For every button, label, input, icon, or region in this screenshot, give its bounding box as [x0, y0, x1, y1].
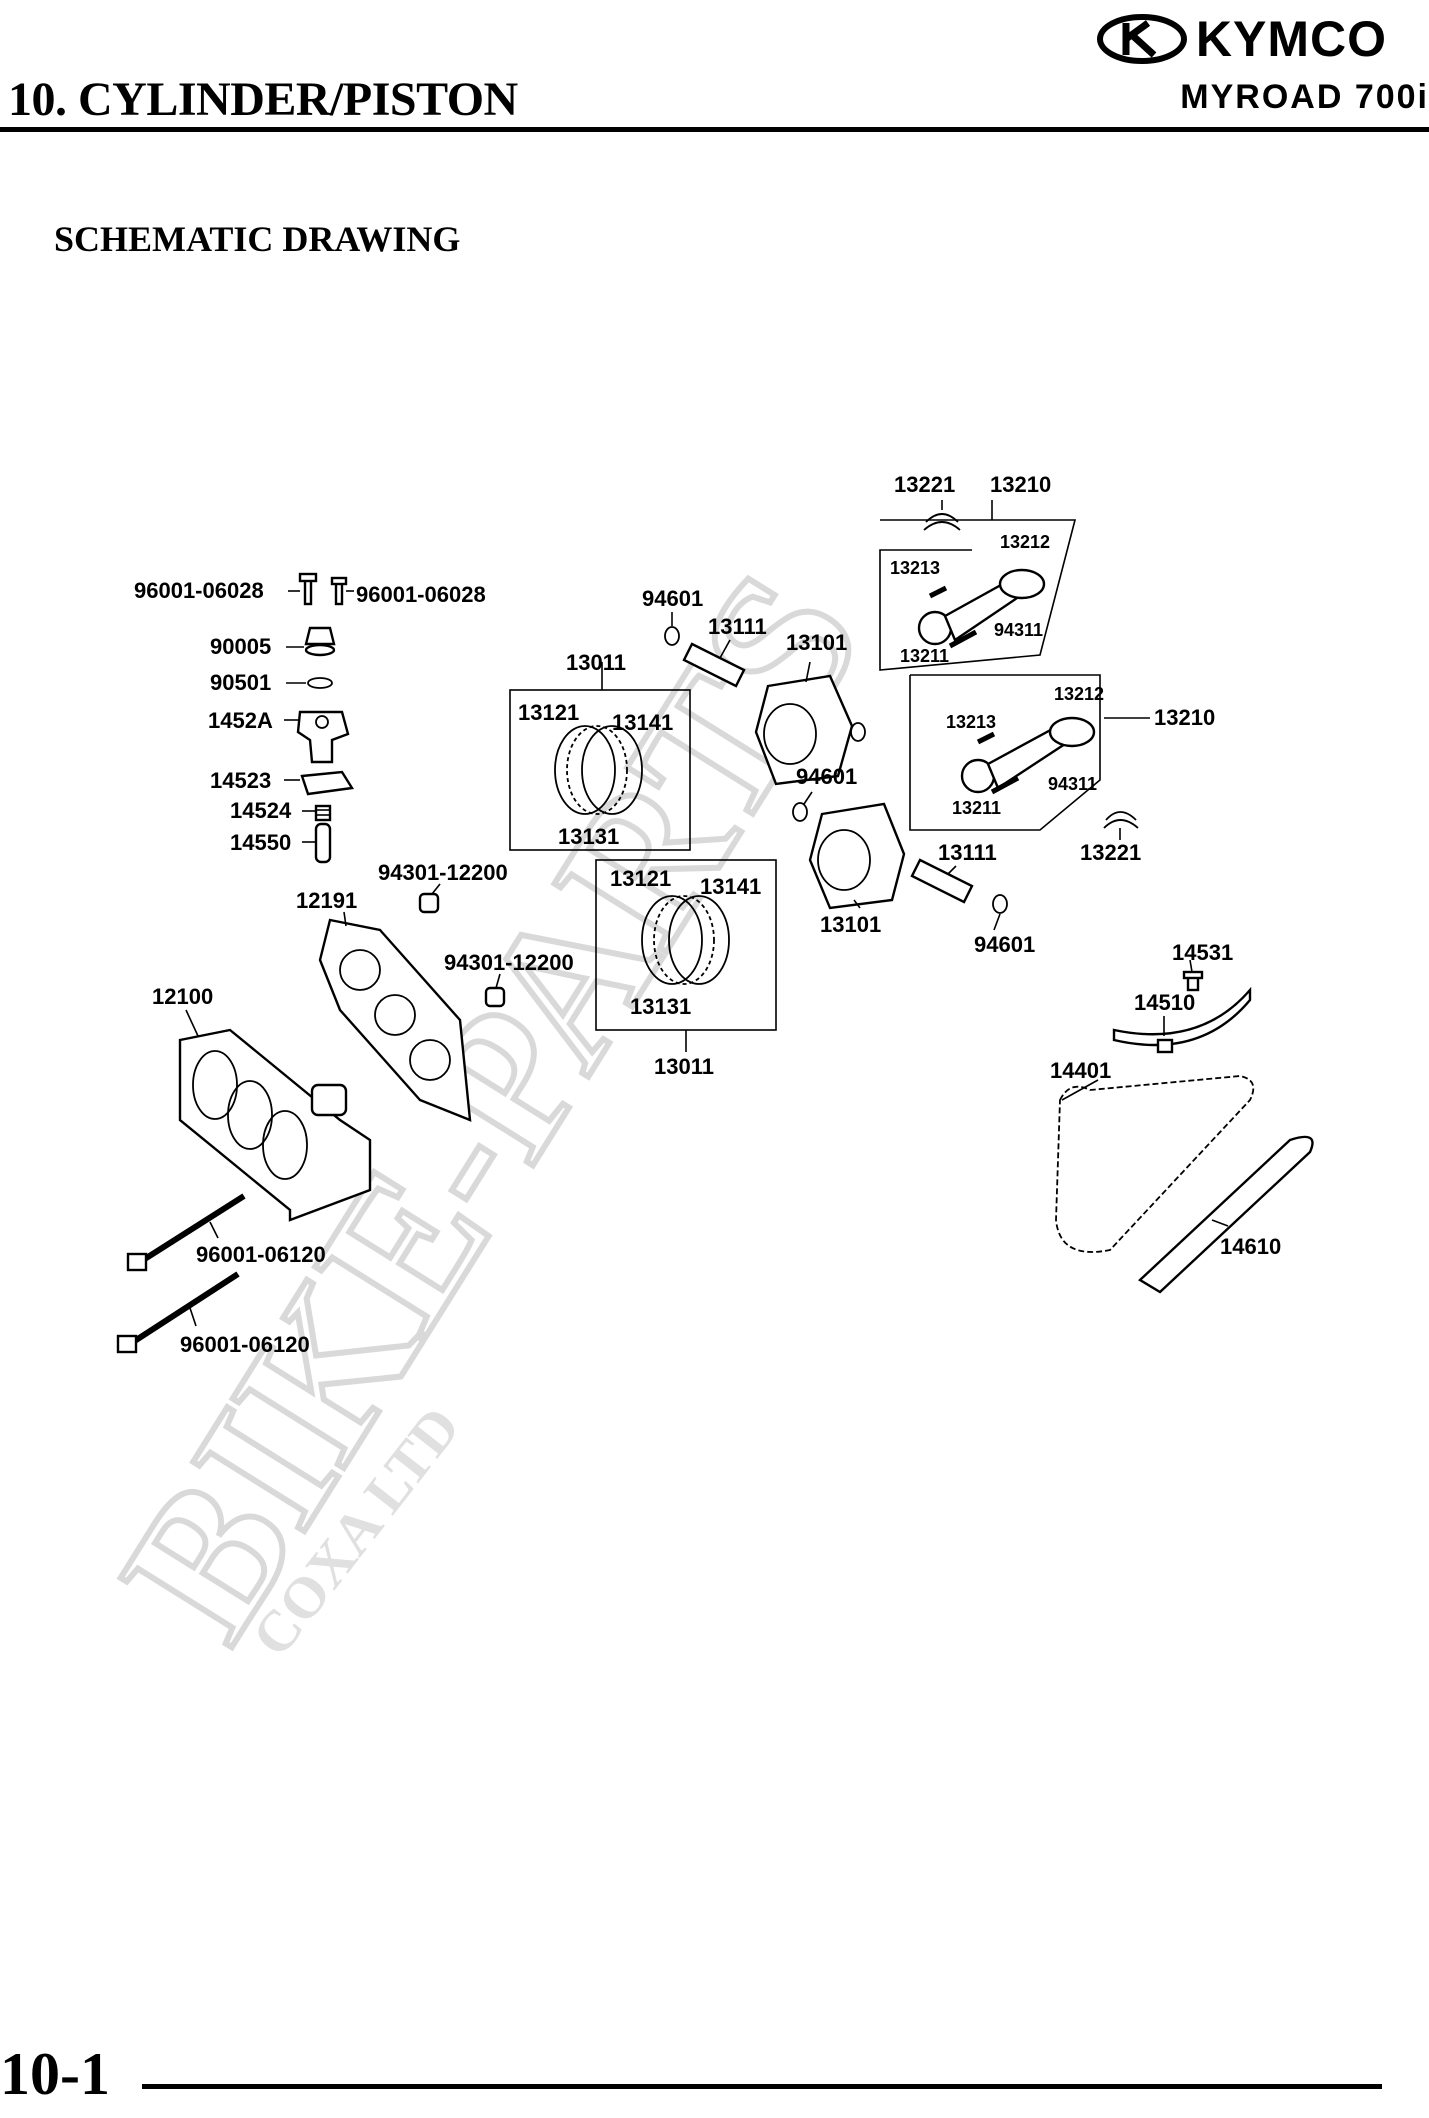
part-label: 14610 [1220, 1234, 1281, 1259]
part-label: 13101 [786, 630, 847, 655]
dowel-pin-upper [418, 892, 440, 914]
part-label: 96001-06120 [196, 1242, 326, 1267]
part-label: 13101 [820, 912, 881, 937]
bolt-upper-2 [330, 576, 354, 606]
part-label: 12100 [152, 984, 213, 1009]
part-label: 13141 [612, 710, 673, 735]
bolt-upper [288, 572, 318, 606]
brand: KYMCO [1096, 10, 1387, 68]
part-label: 14531 [1172, 940, 1233, 965]
part-label: 94301-12200 [444, 950, 574, 975]
piston-upper [754, 674, 854, 786]
head-gasket [318, 918, 472, 1122]
brand-name: KYMCO [1195, 11, 1387, 67]
part-label: 96001-06028 [134, 578, 264, 603]
thermostat-housing [296, 710, 350, 764]
part-label: 94601 [796, 764, 857, 789]
piston-lower [808, 802, 906, 910]
piston-rings-upper [554, 725, 643, 815]
part-label: 13213 [946, 712, 996, 732]
part-label: 13121 [610, 866, 671, 891]
part-label: 13011 [566, 650, 626, 675]
chapter-title: 10. CYLINDER/PISTON [8, 73, 518, 126]
tensioner-slipper [1138, 1135, 1314, 1294]
conrod-upper [917, 568, 1046, 649]
cylinder-block [178, 1028, 372, 1222]
part-label: 94601 [974, 932, 1035, 957]
part-label: 13211 [952, 798, 1001, 818]
part-label: 1452A [208, 708, 273, 733]
footer-divider [142, 2084, 1382, 2089]
spring-14524 [314, 804, 332, 822]
conrod-box-lower [909, 674, 1101, 831]
part-label: 14550 [230, 830, 291, 855]
thermostat-cap [304, 626, 336, 657]
bearing-lower [1103, 811, 1139, 829]
part-label: 13212 [1054, 684, 1104, 704]
part-label: 13213 [890, 558, 940, 578]
part-label: 13141 [700, 874, 761, 899]
part-label: 94311 [1048, 774, 1097, 794]
circlip-mid-left [792, 802, 808, 822]
section-title: SCHEMATIC DRAWING [54, 219, 461, 259]
sleeve-14550 [314, 822, 332, 864]
chain-guide [1112, 986, 1252, 1054]
gasket-14523 [300, 770, 355, 796]
circlip-lower [992, 894, 1008, 914]
part-label: 14524 [230, 798, 292, 823]
part-label: 13121 [518, 700, 579, 725]
part-label: 13011 [654, 1054, 714, 1079]
page-number: 10-1 [0, 2041, 110, 2107]
part-label: 13111 [708, 614, 767, 639]
part-label: 14510 [1134, 990, 1195, 1015]
piston-pin-lower [910, 858, 974, 904]
bearing-upper [923, 513, 961, 531]
part-label: 13212 [1000, 532, 1050, 552]
tensioner-bolt [1182, 970, 1204, 992]
conrod-lower [960, 716, 1096, 795]
o-ring-90501 [307, 677, 333, 689]
part-label: 13210 [990, 472, 1051, 497]
part-label: 13221 [894, 472, 955, 497]
piston-pin-upper [682, 642, 746, 688]
part-label: 90005 [210, 634, 271, 659]
cam-chain [1055, 1075, 1255, 1253]
part-label: 13221 [1080, 840, 1141, 865]
part-label: 13131 [558, 824, 619, 849]
dowel-pin-lower [484, 986, 506, 1008]
part-label: 94311 [994, 620, 1043, 640]
part-label: 96001-06028 [356, 582, 486, 607]
part-label: 14401 [1050, 1058, 1111, 1083]
part-label: 94301-12200 [378, 860, 508, 885]
part-label: 96001-06120 [180, 1332, 310, 1357]
part-label: 90501 [210, 670, 271, 695]
long-bolt-lower [116, 1271, 240, 1354]
part-label: 94601 [642, 586, 703, 611]
model-name: MYROAD 700i [1180, 78, 1429, 116]
piston-rings-lower [641, 895, 730, 985]
part-label: 13111 [938, 840, 997, 865]
part-label: 13210 [1154, 705, 1215, 730]
conrod-box-upper [879, 519, 1077, 671]
part-label: 13131 [630, 994, 691, 1019]
long-bolt-upper [126, 1193, 246, 1272]
part-label: 14523 [210, 768, 271, 793]
part-label: 13211 [900, 646, 949, 666]
kymco-logo-icon [1096, 14, 1187, 64]
header-divider [0, 127, 1429, 132]
part-label: 12191 [296, 888, 357, 913]
exploded-parts-diagram: BIKE-PARTS COXA LTD [77, 472, 1314, 1676]
ring-set-box-upper [509, 689, 691, 851]
circlip-upper [664, 626, 680, 646]
